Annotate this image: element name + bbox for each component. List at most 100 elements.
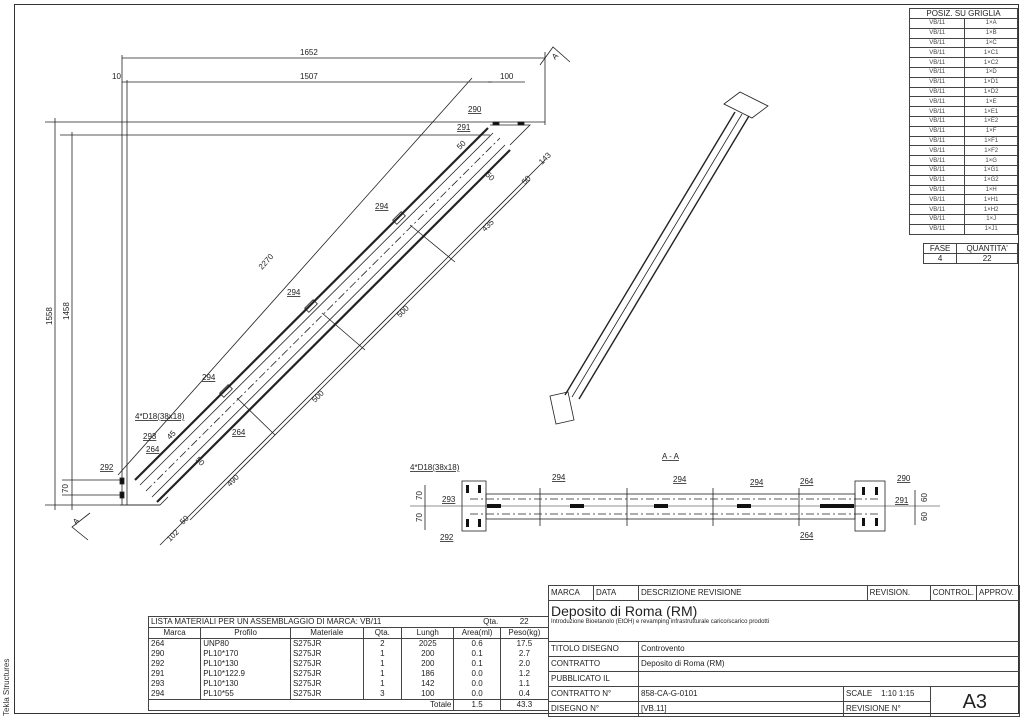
- rev-header: DATA: [593, 585, 639, 601]
- weld-mark: [820, 504, 854, 508]
- table-cell: 0.0: [453, 679, 501, 689]
- table-cell: 1.2: [499, 669, 550, 679]
- grid-mark: VB/11: [908, 37, 966, 49]
- contratto-label: CONTRATTO: [548, 656, 639, 672]
- grid-position: 1×J1: [964, 223, 1018, 235]
- table-cell: S275JR: [289, 689, 364, 700]
- dim-text: 102: [165, 527, 181, 543]
- extension-line: [236, 397, 276, 436]
- part-label: 294: [552, 473, 566, 482]
- part-label: 264: [232, 428, 246, 437]
- grid-position: 1×A: [964, 18, 1018, 29]
- grid-position: 1×D: [964, 66, 1018, 78]
- dim-text: 1507: [300, 72, 318, 81]
- grid-position: 1×E: [964, 96, 1018, 108]
- project-subtitle: Introduzione Bioetanolo (EtOH) e revampi…: [551, 619, 770, 625]
- quantita-label: QUANTITA': [956, 243, 1018, 254]
- table-cell: 0.1: [453, 649, 501, 659]
- table-cell: 1.1: [499, 679, 550, 689]
- bolt-hole: [862, 518, 865, 526]
- table-cell: 2.7: [499, 649, 550, 659]
- section-arrow-a: [71, 512, 91, 541]
- weld-mark: [119, 477, 125, 485]
- bolt-hole: [478, 485, 481, 493]
- total-weight: 43.3: [499, 699, 550, 711]
- grid-position: 1×F: [964, 125, 1018, 137]
- column-header: Peso(kg): [499, 627, 550, 639]
- contratto-n-label: CONTRATTO N°: [548, 686, 639, 702]
- dim-text: 70: [61, 484, 70, 493]
- dim-line: [159, 159, 546, 546]
- dim-text: 50: [484, 170, 497, 183]
- table-cell: 293: [147, 679, 202, 689]
- weld-mark: [492, 121, 500, 126]
- bolt-hole: [466, 485, 469, 493]
- table-cell: 291: [147, 669, 202, 679]
- table-cell: 1: [362, 669, 403, 679]
- qta-value: 22: [500, 616, 550, 628]
- disegno-label: DISEGNO N°: [548, 701, 639, 717]
- part-label: 292: [100, 463, 114, 472]
- grid-position: 1×G2: [964, 174, 1018, 186]
- grid-position: 1×E1: [964, 106, 1018, 117]
- table-cell: 0.0: [453, 669, 501, 679]
- table-cell: 200: [401, 659, 455, 669]
- table-cell: 294: [147, 689, 202, 700]
- scale-value: 1:10 1:15: [881, 689, 915, 698]
- beam-centerline: [145, 137, 501, 492]
- grid-position: 1×J: [964, 213, 1018, 225]
- fase-label: FASE: [922, 243, 958, 254]
- grid-mark: VB/11: [908, 194, 966, 206]
- dim-text: 490: [225, 472, 241, 488]
- titolo-label: TITOLO DISEGNO: [548, 641, 639, 657]
- table-cell: S275JR: [289, 649, 364, 659]
- part-label: 293: [442, 495, 456, 504]
- plate-294: [219, 384, 233, 398]
- hole-label: 4*D18(38x18): [410, 463, 460, 472]
- dim-text: 2270: [257, 252, 276, 272]
- grid-mark: VB/11: [908, 96, 966, 108]
- table-cell: S275JR: [289, 638, 364, 649]
- grid-mark: VB/11: [908, 76, 966, 88]
- rev-header: APPROV.: [976, 585, 1020, 601]
- iso-beam-edge: [564, 111, 736, 396]
- pubblicato-value: [638, 671, 1020, 687]
- table-cell: 1: [362, 649, 403, 659]
- column-header: Area(ml): [453, 627, 501, 639]
- table-cell: 3: [362, 689, 403, 700]
- part-label: 291: [457, 123, 471, 132]
- bolt-hole: [875, 518, 878, 526]
- part-label: 264: [146, 445, 160, 454]
- total-area: 1.5: [453, 699, 501, 711]
- grid-position: 1×H2: [964, 204, 1018, 215]
- section-title: A - A: [662, 452, 680, 461]
- extension-line: [321, 312, 366, 351]
- drawing-frame: [14, 4, 1019, 714]
- rev-header: REVISION.: [866, 585, 931, 601]
- rev-header: DESCRIZIONE REVISIONE: [638, 585, 868, 601]
- total-label: Totale: [147, 699, 455, 711]
- pubblicato-label: PUBBLICATO IL: [548, 671, 639, 687]
- section-view: A - A 4*D18(38x18) 293: [410, 452, 940, 542]
- column-header: Marca: [147, 627, 202, 639]
- dim-text: 143: [537, 150, 553, 166]
- revisione-label: REVISIONE N°: [843, 701, 931, 717]
- plate-294: [392, 211, 406, 225]
- grid-table-title: POSIZ. SU GRIGLIA: [909, 8, 1018, 19]
- table-cell: 0.6: [453, 638, 501, 649]
- plate-294: [304, 299, 318, 313]
- rev-header: MARCA: [548, 585, 594, 601]
- table-cell: 2: [362, 638, 403, 649]
- dim-text: 500: [310, 388, 326, 404]
- part-label: 294: [202, 373, 216, 382]
